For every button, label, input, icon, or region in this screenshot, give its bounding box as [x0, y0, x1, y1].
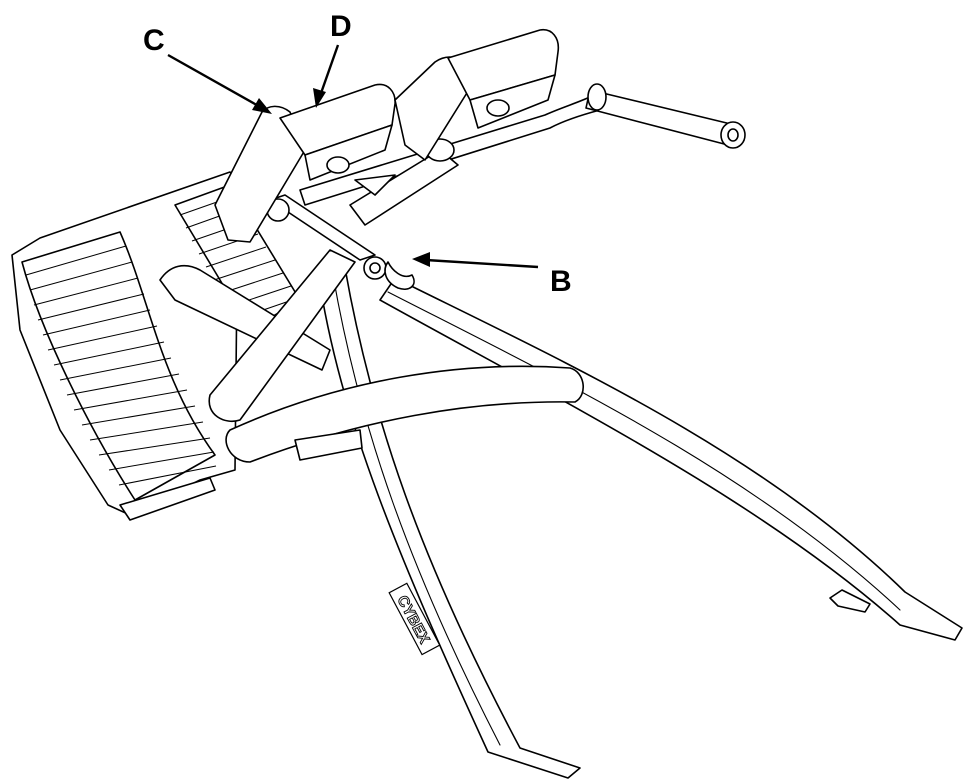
callout-arrow-c	[167, 53, 272, 114]
callout-label-b: B	[550, 265, 572, 298]
pad-left	[214, 83, 396, 243]
callout-arrow-b	[412, 252, 539, 269]
cross-bars	[159, 249, 584, 463]
front-leg	[317, 267, 581, 779]
callout-label-d: D	[330, 10, 352, 43]
right-leg	[379, 277, 963, 641]
platform-ribs	[25, 245, 217, 486]
callout-arrow-d	[313, 44, 340, 108]
callout-label-c: C	[143, 24, 165, 57]
upper-frame	[266, 83, 746, 290]
foot-platform	[11, 171, 301, 521]
pad-right	[394, 28, 560, 161]
